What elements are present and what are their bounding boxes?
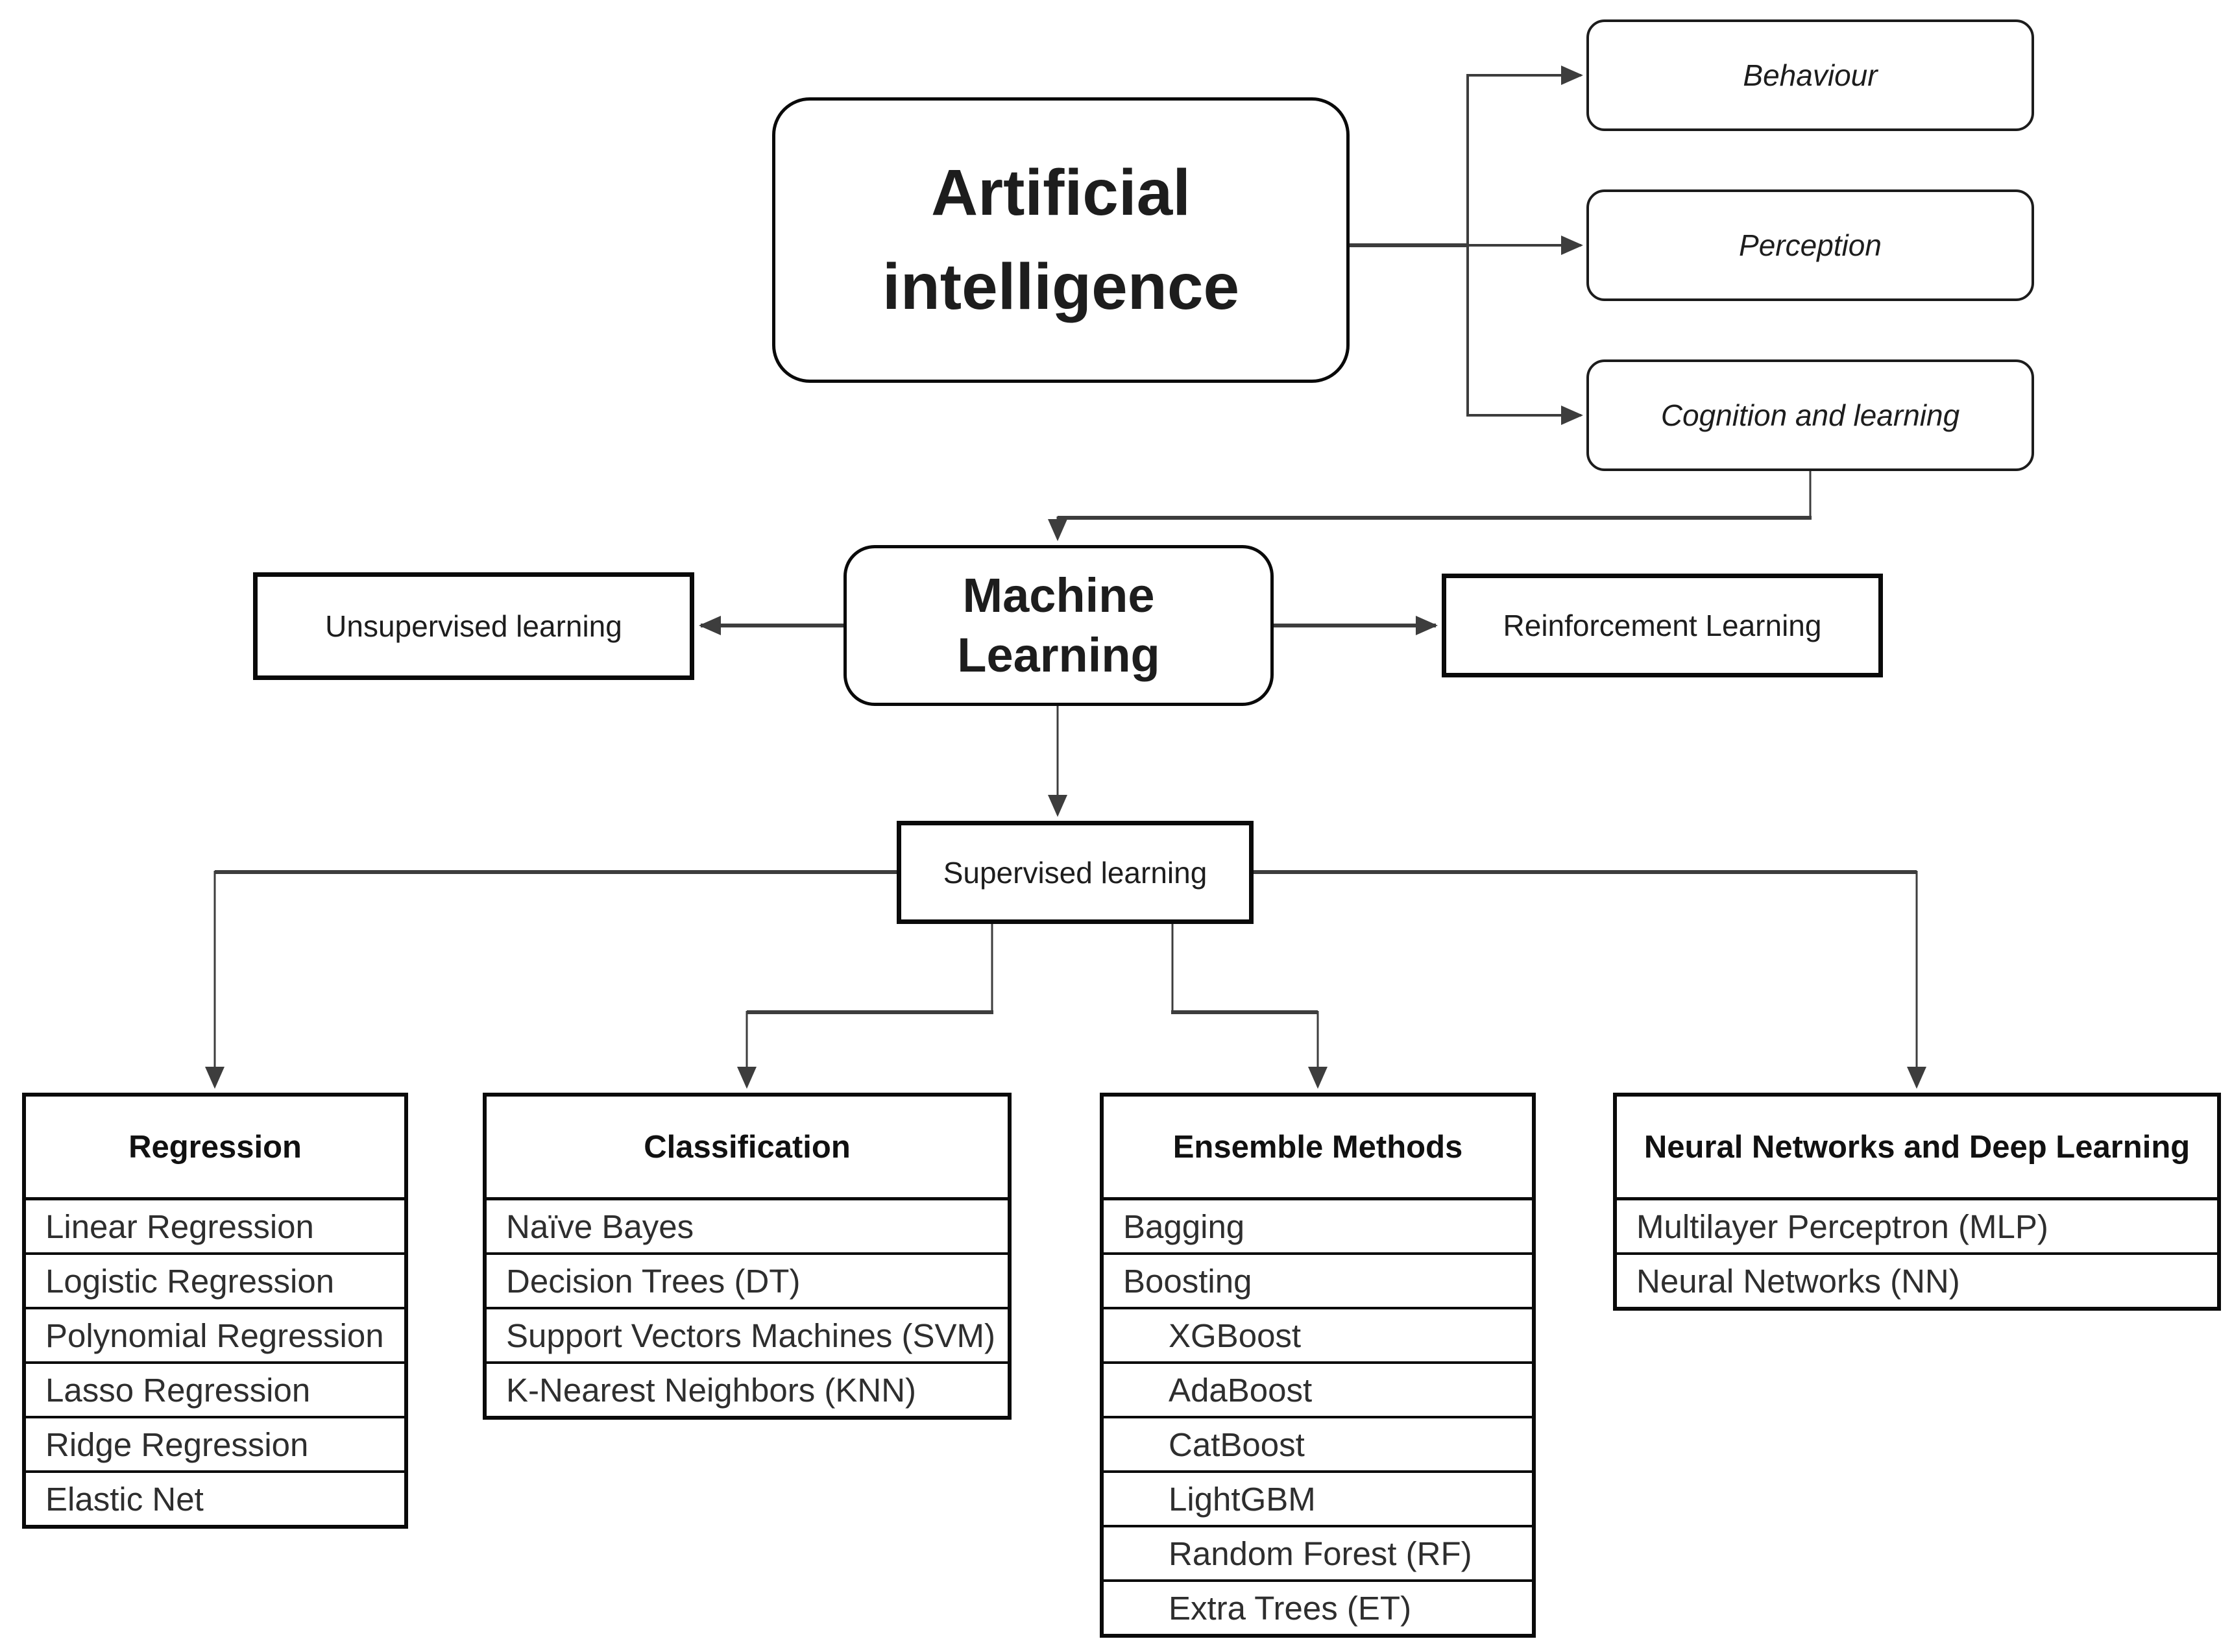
table-row: Logistic Regression [26,1252,404,1307]
table-row: LightGBM [1104,1470,1532,1525]
table-row: Decision Trees (DT) [487,1252,1008,1307]
table-row: Boosting [1104,1252,1532,1307]
node-cognition-and-learning: Cognition and learning [1586,359,2034,471]
table-row: XGBoost [1104,1307,1532,1361]
edge-supervised-to-neural-networks [1252,870,1926,1089]
edge-supervised-to-regression [205,870,898,1089]
table-row: Bagging [1123,1208,1245,1245]
node-label: Cognition and learning [1660,398,1960,432]
table-row: Random Forest (RF) [1104,1525,1532,1579]
node-reinforcement-learning: Reinforcement Learning [1442,574,1883,677]
node-perception: Perception [1586,189,2034,301]
node-artificial-intelligence: Artificial intelligence [772,97,1350,383]
edge-supervised-to-classification [737,923,993,1089]
node-unsupervised-learning: Unsupervised learning [253,572,694,680]
table-header: Regression [26,1097,404,1200]
table-header: Classification [487,1097,1008,1200]
table-row: Extra Trees (ET) [1104,1579,1532,1634]
table-header: Ensemble Methods [1104,1097,1532,1200]
table-row: Polynomial Regression [26,1307,404,1361]
node-label: Perception [1739,228,1882,262]
table-row: Neural Networks (NN) [1617,1252,2217,1307]
table-row: Ridge Regression [26,1416,404,1470]
node-behaviour: Behaviour [1586,19,2034,131]
node-supervised-learning: Supervised learning [897,821,1254,924]
table-row: AdaBoost [1104,1361,1532,1416]
table-row: Support Vectors Machines (SVM) [487,1307,1008,1361]
node-label: Unsupervised learning [325,609,622,643]
table-row: CatBoost [1104,1416,1532,1470]
table-neural-networks-deep-learning: Neural Networks and Deep Learning Multil… [1613,1093,2221,1311]
table-header: Neural Networks and Deep Learning [1617,1097,2217,1200]
table-row: Linear Regression [45,1208,314,1245]
node-label: Behaviour [1743,58,1878,92]
node-label: Supervised learning [943,855,1207,890]
edge-supervised-to-ensemble [1171,923,1328,1089]
table-row: K-Nearest Neighbors (KNN) [487,1361,1008,1416]
table-row: Elastic Net [26,1470,404,1525]
node-label: Machine Learning [957,568,1160,683]
node-label: Artificial intelligence [882,156,1240,323]
table-row: Naïve Bayes [506,1208,694,1245]
table-row: Lasso Regression [26,1361,404,1416]
edge-cognition-to-machine-learning [1048,471,1812,541]
edge-ai-to-subfields [1350,66,1583,425]
node-label: Reinforcement Learning [1503,609,1822,642]
table-rows: Multilayer Perceptron (MLP) Neural Networ… [1617,1200,2217,1307]
table-row: Multilayer Perceptron (MLP) [1636,1208,2048,1245]
node-machine-learning: Machine Learning [843,545,1274,706]
